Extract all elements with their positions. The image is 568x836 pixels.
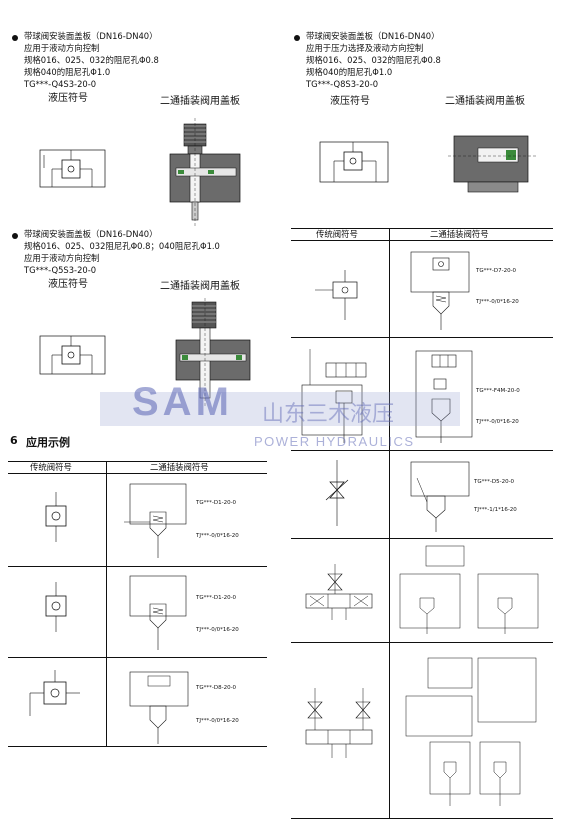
watermark-band [100, 392, 460, 426]
right-r3-label-a: TG***-D5-20-0 [474, 479, 515, 485]
b3-line-3: 应用于液动方向控制 [24, 253, 100, 263]
right-table-col2: 二通插装阀符号 [430, 229, 489, 239]
left-r1-label-b: TJ***-0/0*16-20 [196, 533, 239, 539]
b1-left-heading: 液压符号 [48, 93, 88, 104]
left-row-rule [8, 566, 267, 567]
left-r1-cartridge-symbol [124, 483, 187, 558]
left-table-top-rule [8, 461, 267, 462]
b1-line-5: TG***-Q4S3-20-0 [24, 79, 97, 89]
b1-line-3: 规格016、025、032的阻尼孔Φ0.8 [24, 55, 159, 65]
b2-left-heading: 液压符号 [330, 96, 370, 107]
right-r1-label-b: TJ***-0/0*16-20 [476, 299, 519, 305]
right-table-col1: 传统阀符号 [316, 229, 358, 239]
left-r2-label-b: TJ***-0/0*16-20 [196, 627, 239, 633]
right-table-header-rule [291, 240, 553, 241]
b2-line-4: 规格040的阻尼孔Φ1.0 [306, 67, 393, 77]
b2-hydraulic-symbol [319, 141, 389, 183]
left-table-col1: 传统阀符号 [30, 462, 72, 472]
b2-cover-drawing [448, 135, 536, 193]
left-r2-traditional-symbol [45, 582, 67, 632]
b3-right-heading: 二通插装阀用盖板 [160, 281, 240, 292]
b2-line-2: 应用于压力选择及液动方向控制 [306, 43, 424, 53]
b1-right-heading: 二通插装阀用盖板 [160, 96, 240, 107]
b3-line-2: 规格016、025、032阻尼孔Φ0.8；040阻尼孔Φ1.0 [24, 241, 220, 251]
b3-cover-drawing [175, 298, 251, 406]
right-table-bottom-rule [291, 818, 553, 819]
right-r3-label-b: TJ***-1/1*16-20 [474, 507, 517, 513]
left-r3-traditional-symbol [29, 670, 80, 716]
left-row-rule [8, 657, 267, 658]
right-r2-traditional-symbol [301, 349, 367, 443]
right-r1-label-a: TG***-D7-20-0 [476, 268, 517, 274]
right-row-rule [291, 538, 553, 539]
right-r1-cartridge-symbol [410, 251, 470, 330]
right-r5-cartridge-symbol [405, 657, 537, 806]
left-r1-traditional-symbol [45, 492, 67, 542]
left-table-col2: 二通插装阀符号 [150, 462, 209, 472]
left-r2-label-a: TG***-D1-20-0 [196, 595, 237, 601]
b2-line-3: 规格016、025、032的阻尼孔Φ0.8 [306, 55, 441, 65]
right-row-rule [291, 642, 553, 643]
b1-line-4: 规格040的阻尼孔Φ1.0 [24, 67, 111, 77]
b1-hydraulic-symbol [39, 149, 106, 188]
right-table-divider [389, 228, 390, 818]
left-r3-label-b: TJ***-0/0*16-20 [196, 718, 239, 724]
b2-line-5: TG***-Q8S3-20-0 [306, 79, 379, 89]
left-table-bottom-rule [8, 746, 267, 747]
left-r3-label-a: TG***-D8-20-0 [196, 685, 237, 691]
section-title: 应用示例 [26, 436, 70, 449]
left-table-header-rule [8, 473, 267, 474]
b2-right-heading: 二通插装阀用盖板 [445, 96, 525, 107]
right-r3-traditional-symbol [325, 460, 349, 526]
bullet [294, 35, 300, 41]
b1-line-2: 应用于液动方向控制 [24, 43, 100, 53]
watermark-sub: POWER HYDRAULICS [254, 434, 415, 449]
b3-left-heading: 液压符号 [48, 279, 88, 290]
right-r4-cartridge-symbol [399, 545, 539, 634]
right-r3-cartridge-symbol [410, 461, 470, 532]
watermark-cn: 山东三木液压 [262, 401, 395, 426]
right-r2-label-a: TG***-F4M-20-0 [476, 388, 520, 394]
b3-line-4: TG***-Q5S3-20-0 [24, 265, 97, 275]
right-r4-traditional-symbol [305, 564, 373, 620]
right-r2-label-b: TJ***-0/0*16-20 [476, 419, 519, 425]
left-r2-cartridge-symbol [129, 575, 187, 650]
b3-line-1: 带球阀安装面盖板（DN16-DN40） [24, 229, 158, 239]
watermark-brand: SAM [132, 380, 233, 424]
right-r2-cartridge-symbol [415, 350, 473, 443]
right-row-rule [291, 450, 553, 451]
right-row-rule [291, 337, 553, 338]
bullet [12, 233, 18, 239]
right-r5-traditional-symbol [305, 688, 373, 758]
section-number: 6 [10, 434, 18, 447]
left-r1-label-a: TG***-D1-20-0 [196, 500, 237, 506]
right-r1-traditional-symbol [315, 270, 358, 320]
b3-hydraulic-symbol [39, 335, 106, 375]
left-r3-cartridge-symbol [129, 671, 189, 744]
b1-line-1: 带球阀安装面盖板（DN16-DN40） [24, 31, 158, 41]
bullet [12, 35, 18, 41]
b1-cover-drawing [169, 118, 241, 226]
left-table-divider [106, 461, 107, 747]
right-table-top-rule [291, 228, 553, 229]
b2-line-1: 带球阀安装面盖板（DN16-DN40） [306, 31, 440, 41]
